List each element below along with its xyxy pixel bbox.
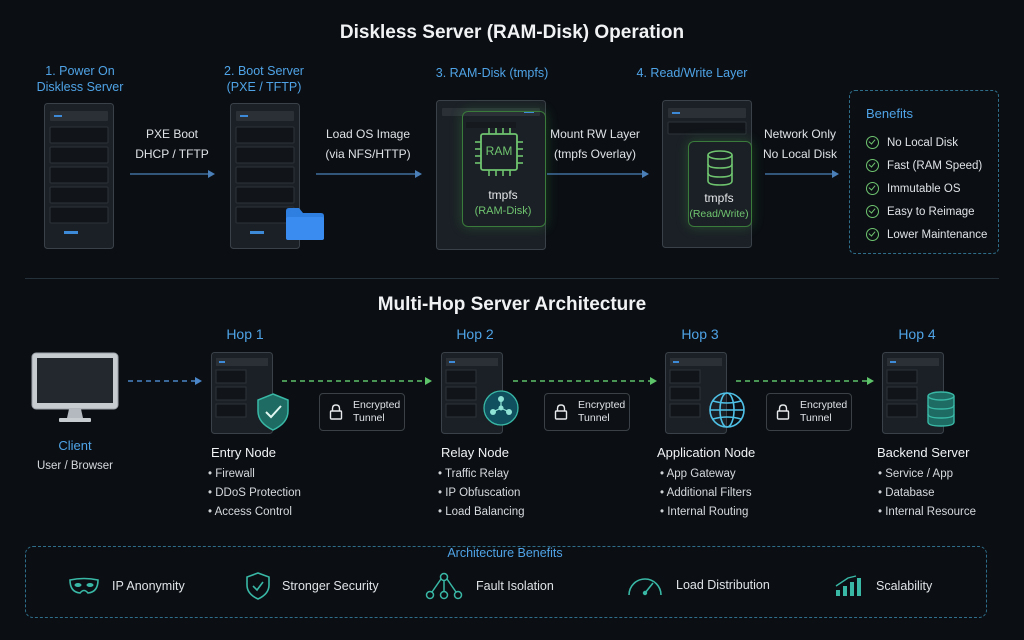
hop-3-label: Hop 3: [681, 326, 719, 342]
benefit-item: No Local Disk: [866, 131, 998, 154]
step-4-label: 4. Read/Write Layer: [636, 66, 748, 80]
hop-1-label: Hop 1: [226, 326, 264, 342]
arrow-4: [765, 169, 841, 179]
ram-disk-panel: [462, 111, 546, 227]
benefit-item: Easy to Reimage: [866, 200, 998, 223]
arch-benefit-scalability: Scalability: [834, 574, 932, 598]
growth-chart-icon: [835, 575, 861, 596]
arrow-1: [130, 169, 216, 179]
application-node-title: Application Node: [657, 445, 756, 460]
architecture-benefits-panel: [25, 546, 987, 618]
client-label: Client: [58, 438, 92, 453]
read-write-panel: [688, 141, 752, 227]
benefit-item: Immutable OS: [866, 177, 998, 200]
check-icon: [866, 228, 879, 241]
diskless-server-icon: [44, 103, 114, 249]
arrow-2-label: Load OS Image(via NFS/HTTP): [325, 127, 411, 161]
check-icon: [866, 205, 879, 218]
application-node-bullets: App GatewayAdditional FiltersInternal Ro…: [660, 465, 752, 522]
hop-2-label: Hop 2: [456, 326, 494, 342]
folder-icon: [285, 205, 325, 241]
hop-1-2-link: [282, 376, 434, 386]
shield-check-icon: [246, 572, 270, 600]
benefits-title: Benefits: [866, 106, 913, 121]
mask-icon: [69, 577, 99, 594]
boot-server-icon: [230, 103, 300, 249]
section-divider: [25, 278, 999, 279]
check-icon: [866, 182, 879, 195]
benefit-item: Lower Maintenance: [866, 223, 998, 246]
lock-icon: [554, 404, 568, 420]
client-link-arrow: [128, 376, 204, 386]
rw-tmpfs-label: tmpfs (Read/Write): [689, 191, 749, 220]
ram-tmpfs-label: tmpfs (RAM-Disk): [474, 188, 532, 217]
check-icon: [866, 136, 879, 149]
step-2-label: 2. Boot Server(PXE / TFTP): [224, 64, 304, 94]
client-monitor-icon: [31, 352, 119, 424]
relay-node-title: Relay Node: [441, 445, 509, 460]
entry-node-bullets: FirewallDDoS ProtectionAccess Control: [208, 465, 301, 522]
arch-benefit-stronger-security: Stronger Security: [246, 572, 379, 600]
globe-icon: [708, 391, 746, 429]
benefits-panel: Benefits No Local Disk Fast (RAM Speed) …: [849, 90, 999, 254]
client-sublabel: User / Browser: [36, 460, 114, 472]
network-nodes-icon: [483, 390, 519, 426]
hop-3-4-link: [736, 376, 876, 386]
diskless-section-title: Diskless Server (RAM-Disk) Operation: [339, 22, 685, 43]
hop-2-3-link: [513, 376, 659, 386]
arrow-3: [547, 169, 651, 179]
database-icon: [705, 150, 735, 186]
arch-benefit-fault-isolation: Fault Isolation: [424, 572, 554, 600]
ram-chip-label: RAM: [485, 144, 513, 158]
multihop-section-title: Multi-Hop Server Architecture: [377, 294, 647, 315]
lock-icon: [776, 404, 790, 420]
shield-icon: [255, 392, 291, 432]
hierarchy-icon: [425, 572, 463, 600]
benefit-item: Fast (RAM Speed): [866, 154, 998, 177]
check-icon: [866, 159, 879, 172]
read-write-server-icon: [662, 100, 752, 248]
application-node-server-icon: [665, 352, 727, 434]
relay-node-bullets: Traffic RelayIP ObfuscationLoad Balancin…: [438, 465, 525, 522]
ram-chip-icon: [474, 127, 524, 177]
arch-benefit-load-distribution: Load Distribution: [626, 572, 770, 598]
arrow-3-label: Mount RW Layer(tmpfs Overlay): [550, 127, 640, 161]
step-3-label: 3. RAM-Disk (tmpfs): [435, 66, 549, 80]
backend-server-title: Backend Server: [877, 445, 970, 460]
arch-benefit-ip-anonymity: IP Anonymity: [68, 576, 185, 596]
entry-node-server-icon: [211, 352, 273, 434]
hop-4-label: Hop 4: [898, 326, 936, 342]
backend-server-bullets: Service / AppDatabaseInternal Resource: [878, 465, 976, 522]
database-icon: [926, 390, 956, 428]
gauge-icon: [628, 578, 662, 596]
architecture-benefits-title: Architecture Benefits: [447, 546, 563, 560]
entry-node-title: Entry Node: [211, 445, 277, 460]
arrow-2: [316, 169, 424, 179]
lock-icon: [329, 404, 343, 420]
